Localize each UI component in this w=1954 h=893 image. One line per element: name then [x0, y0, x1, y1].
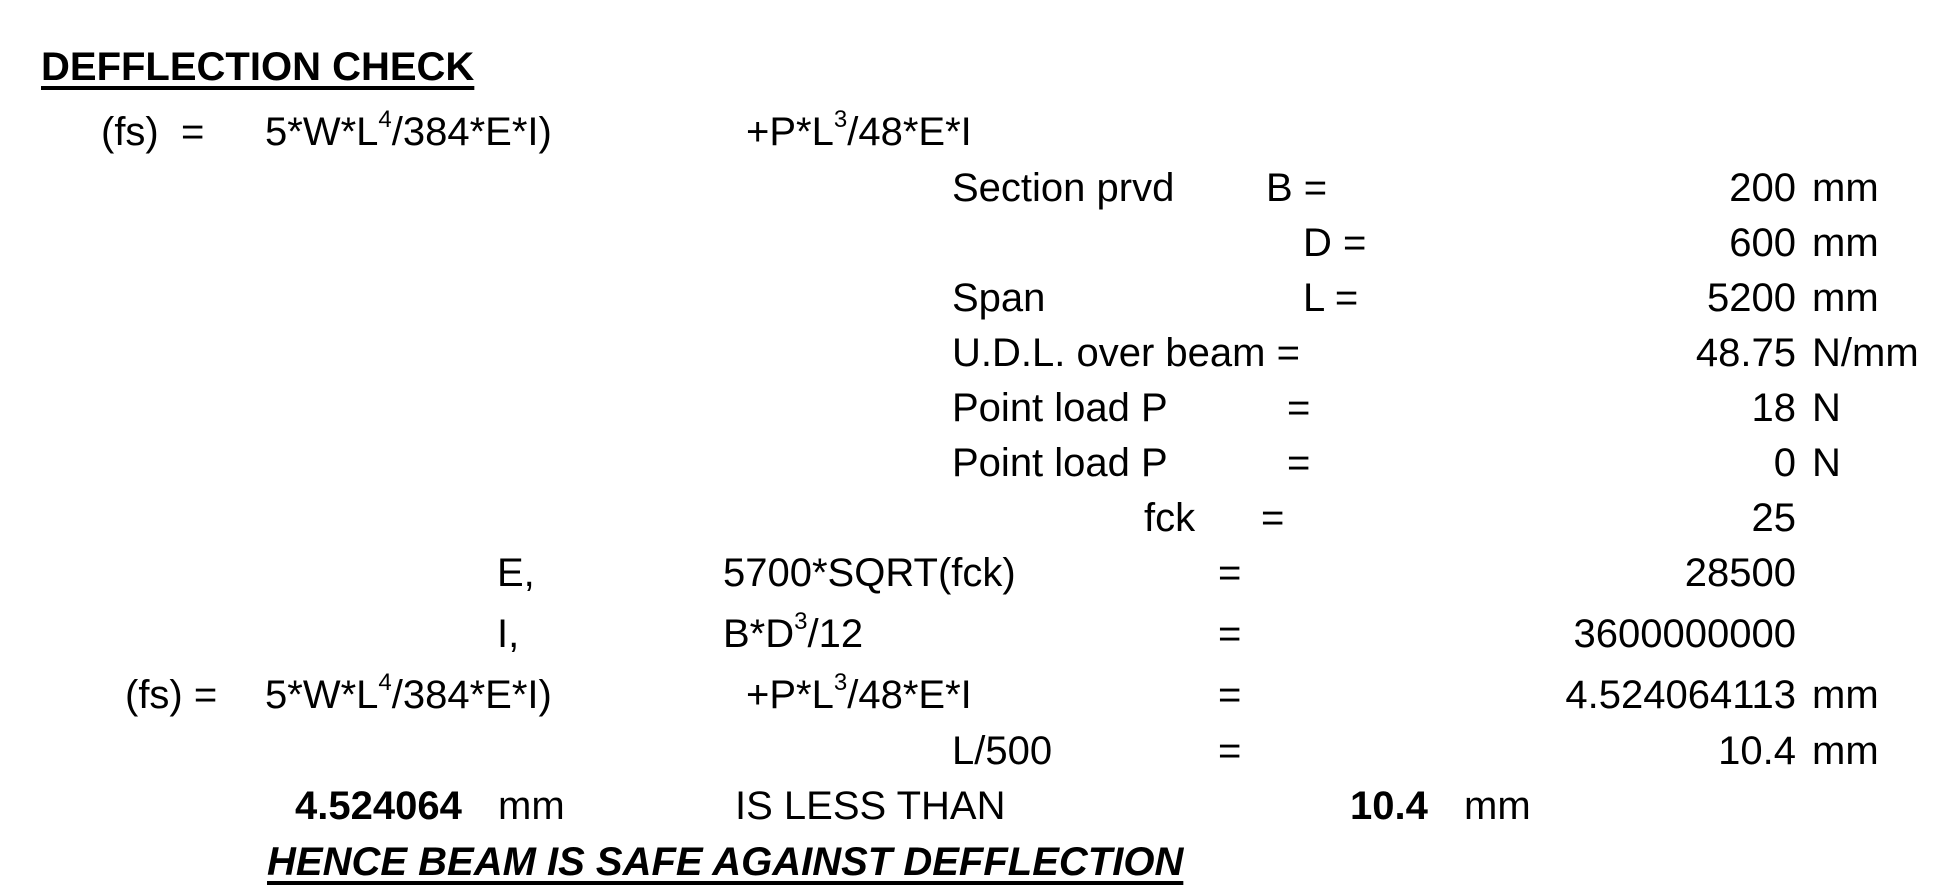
- d-unit: mm: [1812, 221, 1879, 265]
- formula-term-point: +P*L3/48*E*I: [746, 108, 972, 154]
- actual-deflection-unit: mm: [498, 784, 565, 828]
- point-load-2-value: 0: [1773, 441, 1796, 485]
- formula-term-point-base: +P*L: [746, 110, 834, 154]
- point-load-2-equals: =: [1287, 441, 1311, 485]
- fs-term-udl-exponent: 4: [378, 669, 392, 696]
- fs-unit: mm: [1812, 673, 1879, 717]
- e-label: E,: [497, 551, 535, 595]
- formula-term-point-exponent: 3: [833, 106, 848, 133]
- limit-label: L/500: [952, 729, 1053, 773]
- e-equals: =: [1218, 551, 1242, 595]
- point-load-2-label: Point load P: [952, 441, 1168, 485]
- actual-deflection-value: 4.524064: [295, 784, 462, 828]
- formula-lhs: (fs) =: [101, 110, 205, 154]
- limit-unit: mm: [1812, 729, 1879, 773]
- fs-equals: =: [1218, 673, 1242, 717]
- l-unit: mm: [1812, 276, 1879, 320]
- formula-term-udl: 5*W*L4/384*E*I): [265, 108, 552, 154]
- point-load-1-label: Point load P: [952, 386, 1168, 430]
- fs-lhs: (fs) =: [125, 673, 218, 717]
- b-value: 200: [1729, 166, 1796, 210]
- e-formula: 5700*SQRT(fck): [723, 551, 1016, 595]
- fs-term-point-base: +P*L: [746, 673, 834, 717]
- span-label: Span: [952, 276, 1046, 320]
- l-label: L =: [1303, 276, 1359, 320]
- i-equals: =: [1218, 612, 1242, 656]
- i-label: I,: [497, 612, 520, 656]
- udl-label: U.D.L. over beam =: [952, 331, 1300, 375]
- fck-label: fck: [1144, 496, 1196, 540]
- d-label: D =: [1303, 221, 1367, 265]
- formula-term-udl-exponent: 4: [378, 106, 392, 133]
- udl-unit: N/mm: [1812, 331, 1919, 375]
- i-formula-base: B*D: [723, 612, 795, 656]
- fs-term-point: +P*L3/48*E*I: [746, 671, 972, 717]
- limit-value: 10.4: [1718, 729, 1796, 773]
- i-value: 3600000000: [1573, 612, 1796, 656]
- formula-term-udl-rest: /384*E*I): [391, 110, 552, 154]
- limit-equals: =: [1218, 729, 1242, 773]
- point-load-1-equals: =: [1287, 386, 1311, 430]
- i-formula: B*D3/12: [723, 610, 864, 656]
- i-formula-exponent: 3: [794, 608, 808, 635]
- point-load-1-unit: N: [1812, 386, 1841, 430]
- fck-equals: =: [1261, 496, 1285, 540]
- section-label: Section prvd: [952, 166, 1175, 210]
- permissible-deflection-value: 10.4: [1350, 784, 1428, 828]
- udl-value: 48.75: [1695, 331, 1796, 375]
- verdict-text: HENCE BEAM IS SAFE AGAINST DEFFLECTION: [267, 840, 1184, 884]
- page-title: DEFFLECTION CHECK: [41, 45, 475, 89]
- fs-term-udl-base: 5*W*L: [265, 673, 379, 717]
- l-value: 5200: [1707, 276, 1796, 320]
- d-value: 600: [1729, 221, 1796, 265]
- fs-value: 4.524064113: [1565, 673, 1796, 717]
- fs-term-udl-rest: /384*E*I): [391, 673, 552, 717]
- fs-term-point-exponent: 3: [833, 669, 848, 696]
- comparison-text: IS LESS THAN: [735, 784, 1006, 828]
- i-formula-rest: /12: [807, 612, 864, 656]
- fck-value: 25: [1751, 496, 1797, 540]
- point-load-2-unit: N: [1812, 441, 1841, 485]
- point-load-1-value: 18: [1751, 386, 1797, 430]
- permissible-deflection-unit: mm: [1464, 784, 1531, 828]
- b-unit: mm: [1812, 166, 1879, 210]
- formula-term-point-rest: /48*E*I: [847, 110, 972, 154]
- e-value: 28500: [1684, 551, 1796, 595]
- fs-term-point-rest: /48*E*I: [847, 673, 972, 717]
- b-label: B =: [1266, 166, 1328, 210]
- fs-term-udl: 5*W*L4/384*E*I): [265, 671, 552, 717]
- formula-term-udl-base: 5*W*L: [265, 110, 379, 154]
